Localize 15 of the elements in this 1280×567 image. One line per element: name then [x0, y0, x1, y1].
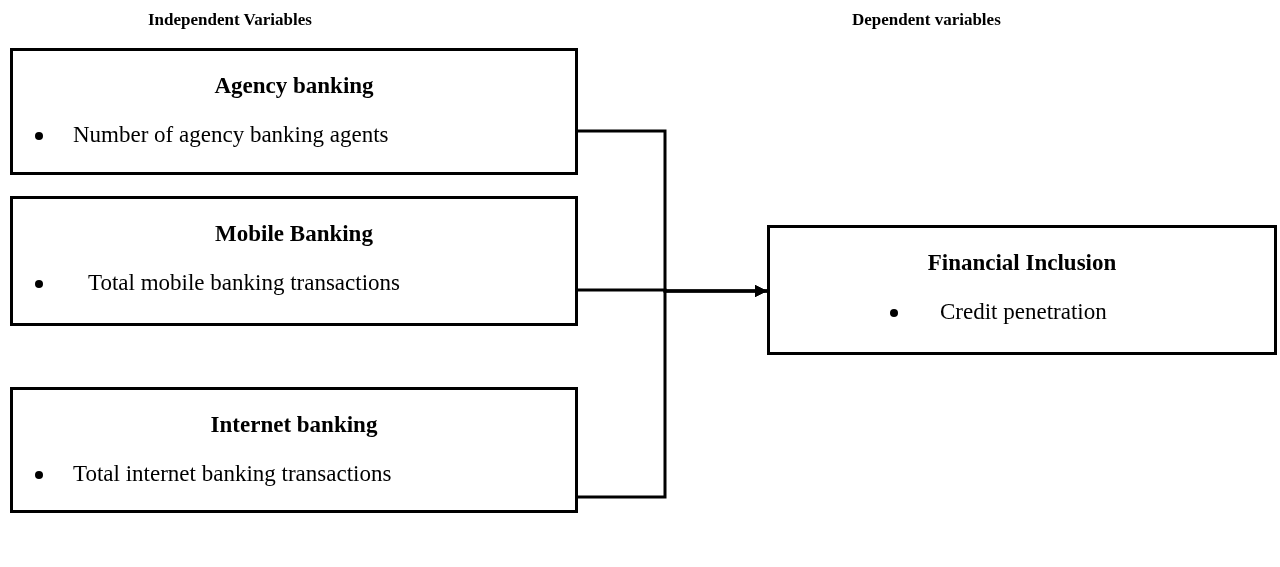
variable-box	[10, 48, 578, 175]
indicator-text: Total internet banking transactions	[73, 461, 392, 487]
column-heading: Independent Variables	[148, 10, 312, 30]
variable-box	[10, 196, 578, 326]
indicator-text: Total mobile banking transactions	[88, 270, 401, 296]
variable-box	[767, 225, 1277, 355]
variable-box	[10, 387, 578, 513]
box-heading: Financial Inclusion	[926, 250, 1118, 276]
indicator-text: Credit penetration	[940, 299, 1107, 325]
box-heading: Agency banking	[213, 73, 375, 99]
column-heading: Dependent variables	[852, 10, 1001, 30]
box-heading: Internet banking	[209, 412, 379, 438]
box-heading: Mobile Banking	[214, 221, 374, 247]
indicator-text: Number of agency banking agents	[73, 122, 389, 148]
connector-arrow	[578, 285, 767, 499]
